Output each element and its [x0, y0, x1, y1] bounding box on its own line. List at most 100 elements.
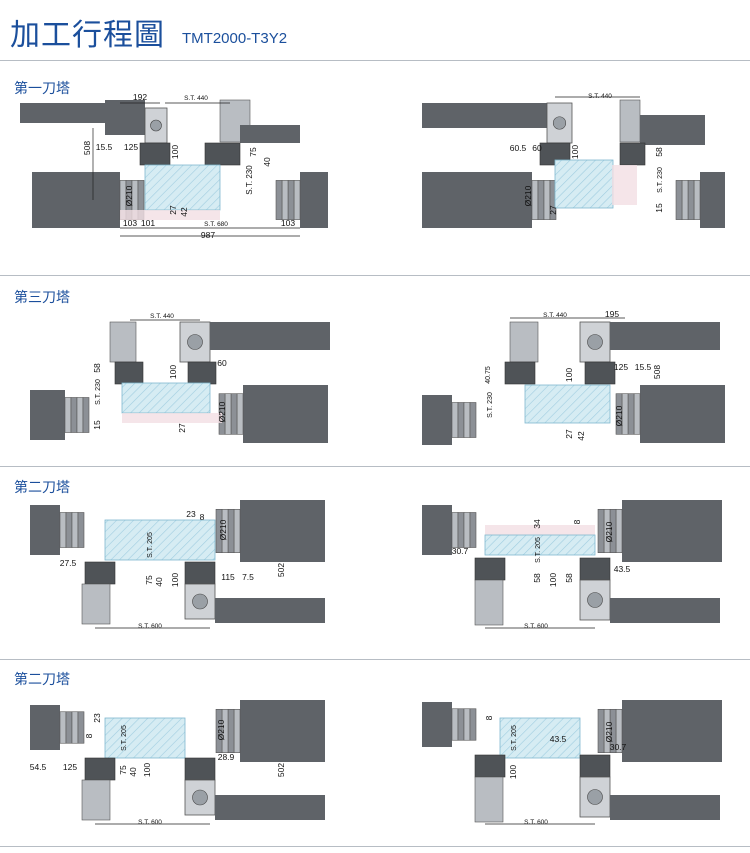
- work-zone: [104, 519, 216, 561]
- lower-slide: [610, 795, 720, 820]
- dimension-label: 60.5: [510, 143, 527, 153]
- spindle-chuck-jaw: [236, 393, 244, 435]
- turret-hub: [150, 119, 162, 132]
- dimension-label: 30.7: [610, 742, 627, 752]
- dimension-label: 502: [276, 563, 286, 577]
- dimension-label: 8: [572, 519, 582, 524]
- tool-holder: [187, 361, 217, 385]
- spindle-chuck-jaw: [287, 180, 295, 220]
- spindle-chuck-jaw: [230, 393, 238, 435]
- spindle-housing: [243, 385, 328, 443]
- dimension-label: 28.9: [218, 752, 235, 762]
- spindle-chuck-jaw: [469, 708, 477, 741]
- section-divider: [0, 659, 750, 660]
- spindle-chuck-jaw: [463, 402, 471, 438]
- header-divider: [0, 60, 750, 61]
- spindle-housing: [30, 390, 65, 440]
- spindle-chuck-jaw: [615, 508, 623, 553]
- work-zone-extended: [122, 413, 222, 423]
- section-title-turret-3: 第三刀塔: [14, 290, 70, 306]
- dimension-label: 100: [564, 368, 574, 382]
- lower-slide: [610, 598, 720, 623]
- dimension-label: 100: [508, 765, 518, 779]
- spindle-housing: [240, 500, 325, 562]
- dimension-label: S.T. 205: [535, 537, 542, 563]
- dimension-label: S.T. 230: [95, 379, 102, 405]
- spindle-chuck-jaw: [597, 508, 605, 553]
- section-title-turret-1: 第一刀塔: [14, 81, 70, 97]
- spindle-chuck-jaw: [457, 708, 465, 741]
- tool-holder: [184, 757, 216, 781]
- dimension-label: 30.7: [452, 546, 469, 556]
- tool-holder: [184, 561, 216, 585]
- spindle-housing: [640, 385, 725, 443]
- turret-hub: [192, 789, 208, 806]
- tool-holder: [204, 142, 241, 166]
- tool-holder: [84, 561, 116, 585]
- tool-holder: [474, 754, 506, 778]
- dimension-label: S.T. 205: [511, 725, 518, 751]
- spindle-chuck-jaw: [451, 402, 459, 438]
- dimension-label: 508: [82, 141, 92, 155]
- dimension-label: 8: [484, 715, 494, 720]
- dimension-label: 100: [168, 365, 178, 379]
- dimension-label: 100: [170, 145, 180, 159]
- dimension-label: S.T. 600: [138, 623, 162, 630]
- dimension-label: 40.75: [485, 366, 492, 384]
- dimension-label: 8: [84, 733, 94, 738]
- lower-spindle: [474, 776, 504, 823]
- dimension-label: 125: [124, 142, 138, 152]
- turret-hub: [587, 592, 603, 608]
- dimension-label: S.T. 440: [150, 313, 174, 320]
- upper-spindle: [619, 99, 641, 143]
- tool-holder: [504, 361, 536, 385]
- dimension-label: 75: [248, 147, 258, 157]
- tool-holder: [139, 142, 171, 166]
- tool-holder: [579, 557, 611, 581]
- tool-holder: [579, 754, 611, 778]
- dimension-label: 75: [144, 575, 154, 585]
- dimension-label: 100: [548, 573, 558, 587]
- lower-spindle: [81, 779, 111, 821]
- upper-slide: [240, 125, 300, 143]
- spindle-chuck-jaw: [451, 512, 459, 548]
- dimension-label: S.T. 600: [524, 623, 548, 630]
- model-name: TMT2000-T3Y2: [182, 30, 288, 47]
- dimension-label: 502: [276, 763, 286, 777]
- dimension-label: 15: [92, 420, 102, 430]
- dimension-label: Ø210: [217, 401, 227, 422]
- dimension-label: 42: [179, 207, 189, 217]
- top-slide: [422, 103, 547, 128]
- dimension-label: Ø210: [604, 521, 614, 542]
- work-zone: [554, 159, 614, 209]
- spindle-chuck-jaw: [215, 508, 223, 553]
- spindle-chuck-jaw: [59, 512, 67, 548]
- dimension-label: 54.5: [30, 762, 47, 772]
- spindle-chuck-jaw: [633, 393, 641, 435]
- dimension-label: 100: [142, 763, 152, 777]
- spindle-chuck-jaw: [463, 708, 471, 741]
- lower-slide: [215, 795, 325, 820]
- spindle-chuck-jaw: [469, 512, 477, 548]
- dimension-label: 195: [605, 309, 619, 319]
- spindle-chuck-jaw: [59, 711, 67, 744]
- spindle-housing: [240, 700, 325, 762]
- dimension-label: S.T. 680: [204, 221, 228, 228]
- spindle-housing: [700, 172, 725, 228]
- dimension-label: 23: [186, 509, 196, 519]
- work-zone-extended: [120, 210, 220, 220]
- dimension-label: Ø210: [614, 405, 624, 426]
- tool-holder: [474, 557, 506, 581]
- upper-spindle: [109, 321, 137, 363]
- turret-hub: [187, 334, 203, 350]
- dimension-label: S.T. 600: [138, 819, 162, 826]
- dimension-label: S.T. 230: [487, 392, 494, 418]
- dimension-label: S.T. 230: [245, 165, 254, 195]
- dimension-label: Ø210: [124, 185, 134, 206]
- work-zone: [121, 382, 211, 414]
- spindle-chuck-jaw: [627, 393, 635, 435]
- spindle-chuck-jaw: [457, 402, 465, 438]
- dimension-label: 125: [63, 762, 77, 772]
